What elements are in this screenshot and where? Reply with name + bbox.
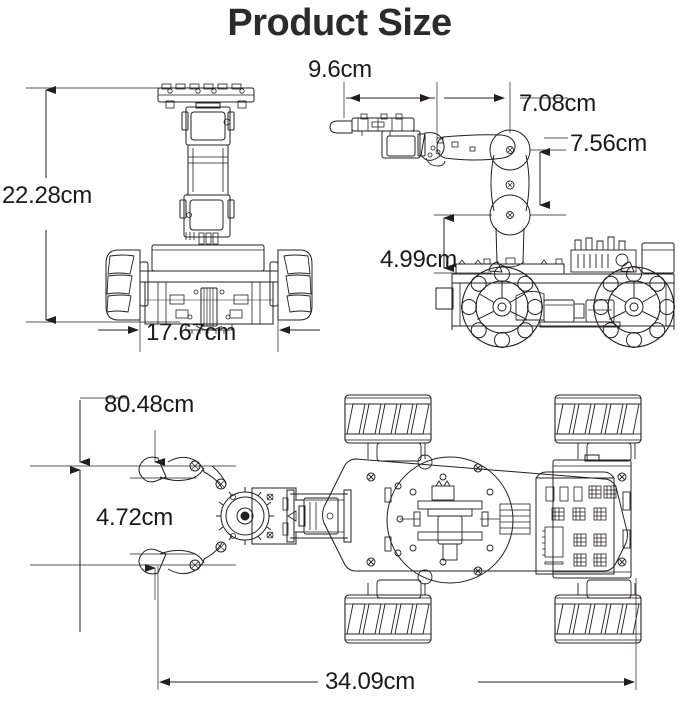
battery-block bbox=[552, 454, 632, 579]
dimension-label-length: 34.09cm bbox=[325, 668, 415, 695]
top-view-dimension-lines bbox=[30, 397, 637, 690]
dimension-label-arm-reach: 9.6cm bbox=[308, 56, 372, 83]
dimension-label-gripper-depth: 80.48cm bbox=[104, 391, 194, 418]
front-view-dimension-lines bbox=[26, 86, 320, 352]
dimension-label-arm-upper: 7.56cm bbox=[570, 130, 647, 157]
dimension-label-arm-lower: 4.99cm bbox=[380, 246, 457, 273]
dimension-label-gripper-open: 4.72cm bbox=[96, 504, 173, 531]
top-view-drawing bbox=[138, 394, 642, 644]
front-view-drawing bbox=[105, 83, 313, 334]
page-title: Product Size bbox=[227, 2, 452, 44]
dimension-label-width: 17.67cm bbox=[146, 319, 236, 346]
dimension-label-height: 22.28cm bbox=[2, 182, 92, 209]
dimension-label-arm-offset: 7.08cm bbox=[519, 90, 596, 117]
side-view-dimension-lines bbox=[343, 82, 568, 274]
side-view-drawing bbox=[329, 113, 676, 349]
